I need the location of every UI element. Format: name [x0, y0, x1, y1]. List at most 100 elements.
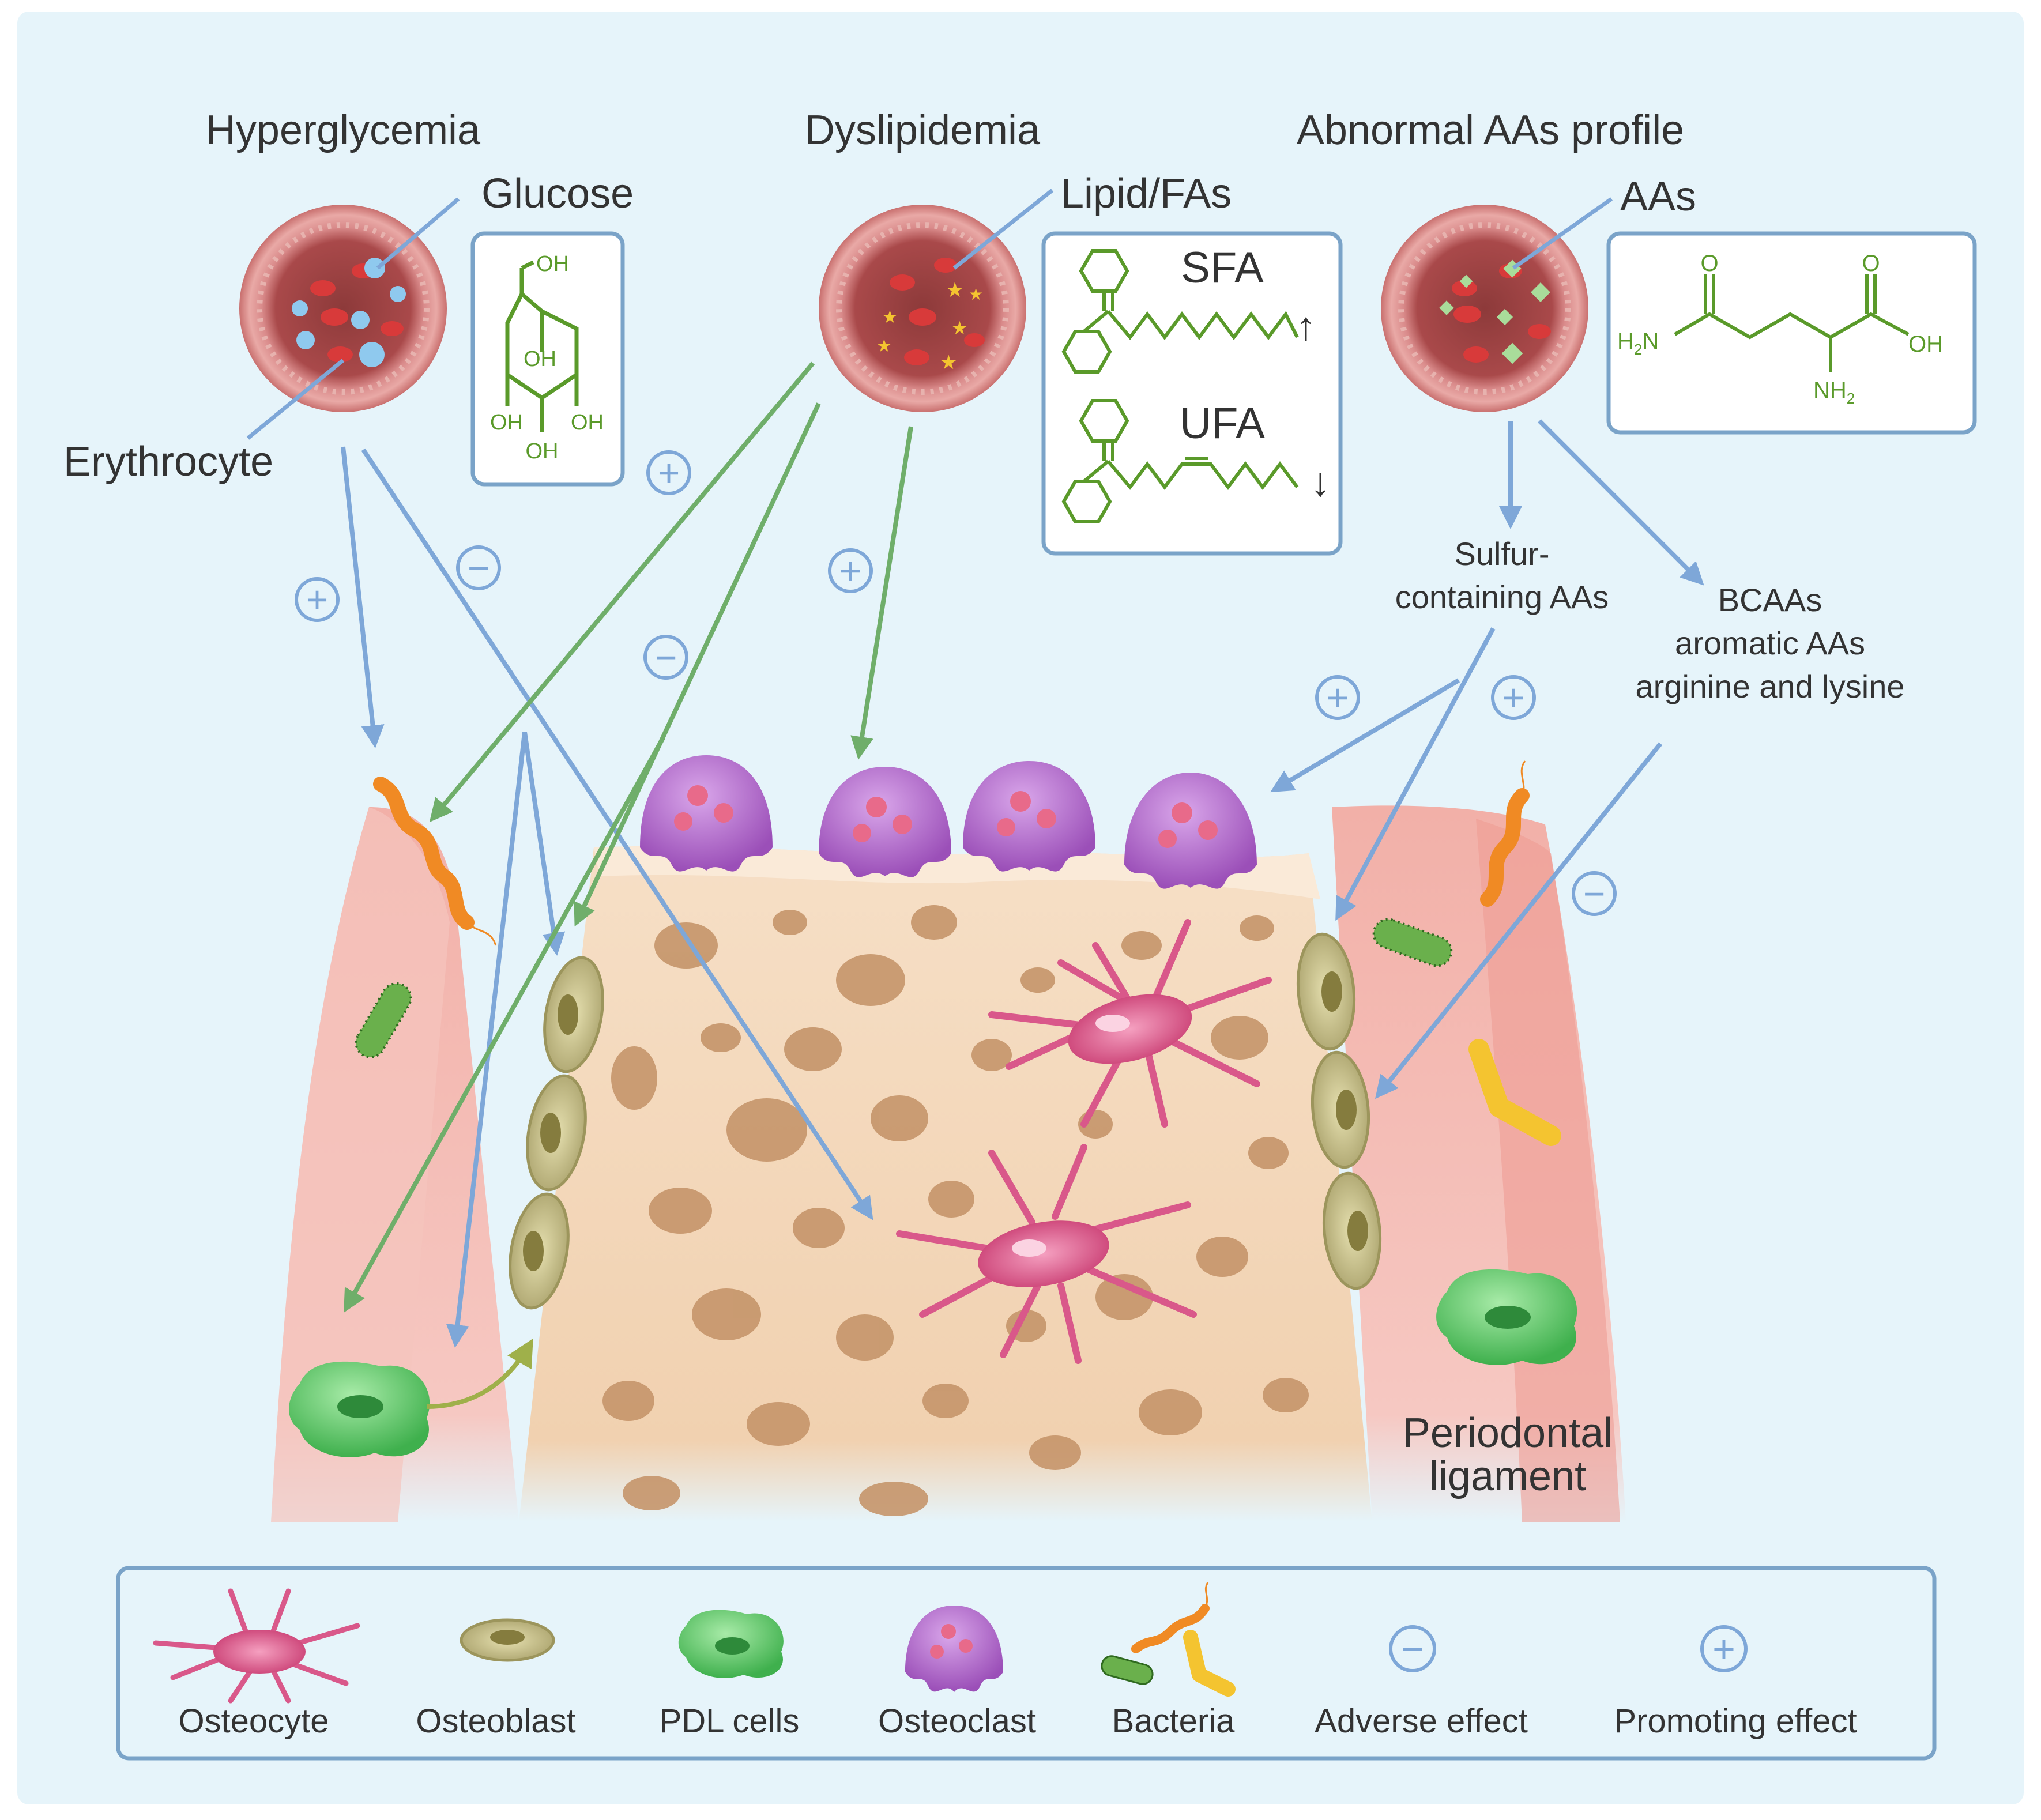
leader-aas: [1512, 197, 1613, 270]
osteoblast-cell: [1322, 1171, 1382, 1290]
promoting-effect-sign: +: [1315, 675, 1360, 720]
label-aas: AAs: [1620, 174, 1696, 220]
legend-pdl-icon: [678, 1610, 784, 1678]
fa-star: ★: [882, 308, 898, 327]
arrows-dyslipidemia: [344, 361, 913, 1313]
glucose-structure-box: OH OH OH OH OH: [470, 231, 625, 487]
glucose-oh-top: OH: [536, 252, 569, 276]
legend-osteoblast-icon: [460, 1618, 555, 1662]
osteocyte-body: [1068, 994, 1192, 1064]
fa-star: ★: [876, 337, 892, 356]
svg-text:+: +: [1712, 1627, 1735, 1671]
glutamine-h2n: H2N: [1617, 329, 1659, 358]
bacteria-rod: [355, 982, 412, 1058]
svg-text:+: +: [1327, 676, 1349, 719]
leader-lipid: [952, 189, 1054, 270]
bacteria-spiral: [1480, 788, 1530, 907]
bacteria-bacillus: [1468, 1039, 1561, 1146]
glutamine-o-right: O: [1862, 251, 1880, 276]
sfa-increase-arrow: ↑: [1296, 304, 1316, 349]
label-sulfur-line1: Sulfur-: [1455, 536, 1550, 572]
svg-text:+: +: [839, 549, 862, 592]
osteoblast-cell: [1311, 1050, 1370, 1169]
legend-label-osteoblast: Osteoblast: [416, 1702, 575, 1740]
legend-box: [116, 1566, 1937, 1761]
glucose-oh-right: OH: [571, 410, 604, 435]
header-hyperglycemia: Hyperglycemia: [206, 107, 481, 153]
leader-glucose: [376, 197, 460, 270]
adverse-effect-sign: −: [643, 635, 688, 680]
svg-text:+: +: [658, 451, 680, 494]
label-bcaas: BCAAs: [1718, 582, 1822, 618]
label-periodontal: Periodontal: [1403, 1410, 1613, 1456]
osteoclast-cell: [819, 767, 951, 877]
svg-text:−: −: [468, 547, 490, 589]
glutamine-structure-box: O O H2N OH NH2: [1606, 231, 1977, 435]
promoting-effect-sign: +: [1491, 675, 1536, 720]
bacteria-flagellum: [466, 921, 497, 946]
legend-label-pdl-cells: PDL cells: [660, 1702, 800, 1740]
fa-star: ★: [969, 285, 983, 303]
label-lipid-fas: Lipid/FAs: [1061, 171, 1232, 217]
legend-label-bacteria: Bacteria: [1112, 1702, 1236, 1740]
legend-adverse-effect-icon: −: [1389, 1625, 1436, 1672]
legend-bacteria-icon: [1101, 1582, 1236, 1697]
fa-star: ★: [940, 352, 957, 374]
legend-label-osteocyte: Osteocyte: [178, 1702, 329, 1740]
osteoclast-cell: [1124, 773, 1257, 889]
promoting-effect-sign: +: [295, 577, 340, 622]
osteoblast-cell: [1296, 932, 1356, 1051]
bacteria-spiral: [373, 777, 475, 930]
glutamine-o-left: O: [1700, 251, 1718, 276]
osteocyte-highlight: [1095, 1015, 1130, 1032]
adverse-effect-sign: −: [1572, 871, 1617, 916]
label-aromatic-aas: aromatic AAs: [1675, 625, 1865, 661]
label-sfa: SFA: [1181, 243, 1264, 292]
osteoblast-cell: [509, 1192, 570, 1310]
glucose-oh-bottom: OH: [526, 439, 559, 464]
header-dyslipidemia: Dyslipidemia: [805, 107, 1041, 153]
osteoclast-cell: [640, 755, 773, 872]
label-erythrocyte: Erythrocyte: [63, 439, 273, 485]
glucose-oh-mid: OH: [524, 347, 556, 371]
adverse-effect-sign: −: [456, 545, 501, 590]
fa-star: ★: [951, 318, 968, 338]
blood-vessel-aas: [1381, 205, 1588, 412]
promoting-effect-sign: +: [828, 548, 873, 593]
promoting-effect-sign: +: [646, 450, 691, 495]
glutamine-oh: OH: [1908, 331, 1943, 357]
glucose-oh-left: OH: [490, 410, 523, 435]
label-sulfur-line2: containing AAs: [1395, 579, 1609, 615]
blood-vessel-lipid: ★ ★ ★ ★ ★ ★: [819, 205, 1026, 412]
blood-vessel-glucose: [239, 205, 447, 412]
label-ufa: UFA: [1180, 399, 1265, 448]
bacteria-flagellum: [1520, 760, 1526, 796]
legend-promoting-effect-icon: +: [1700, 1625, 1748, 1672]
svg-text:+: +: [1502, 676, 1525, 719]
osteocyte-cell: [896, 1144, 1197, 1364]
svg-text:+: +: [306, 578, 329, 621]
bacteria-rod: [1372, 918, 1453, 967]
osteocyte-body: [978, 1220, 1109, 1287]
legend-osteoclast-icon: [905, 1606, 1003, 1692]
osteocyte-highlight: [1012, 1239, 1046, 1257]
pdl-cell: [1436, 1269, 1577, 1365]
svg-text:−: −: [1401, 1627, 1424, 1671]
osteoblast-cell: [543, 956, 604, 1073]
arrows-aas: [1270, 419, 1704, 1099]
ufa-decrease-arrow: ↓: [1311, 459, 1331, 504]
legend-label-adverse-effect: Adverse effect: [1315, 1702, 1528, 1740]
label-ligament: ligament: [1429, 1453, 1586, 1499]
arrow-pdl-to-osteoblast: [426, 1338, 533, 1409]
legend: Osteocyte Osteoblast PDL cells Osteoclas…: [116, 1566, 1937, 1761]
fatty-acid-structure-box: SFA ↑ UFA ↓: [1041, 231, 1343, 556]
fa-star: ★: [946, 278, 964, 302]
leader-erythrocyte: [246, 359, 345, 440]
osteocyte-cell: [988, 919, 1272, 1128]
label-glucose: Glucose: [481, 171, 634, 217]
legend-label-promoting-effect: Promoting effect: [1614, 1702, 1857, 1740]
label-arginine-lysine: arginine and lysine: [1636, 668, 1905, 704]
legend-osteocyte-icon: [153, 1588, 360, 1704]
